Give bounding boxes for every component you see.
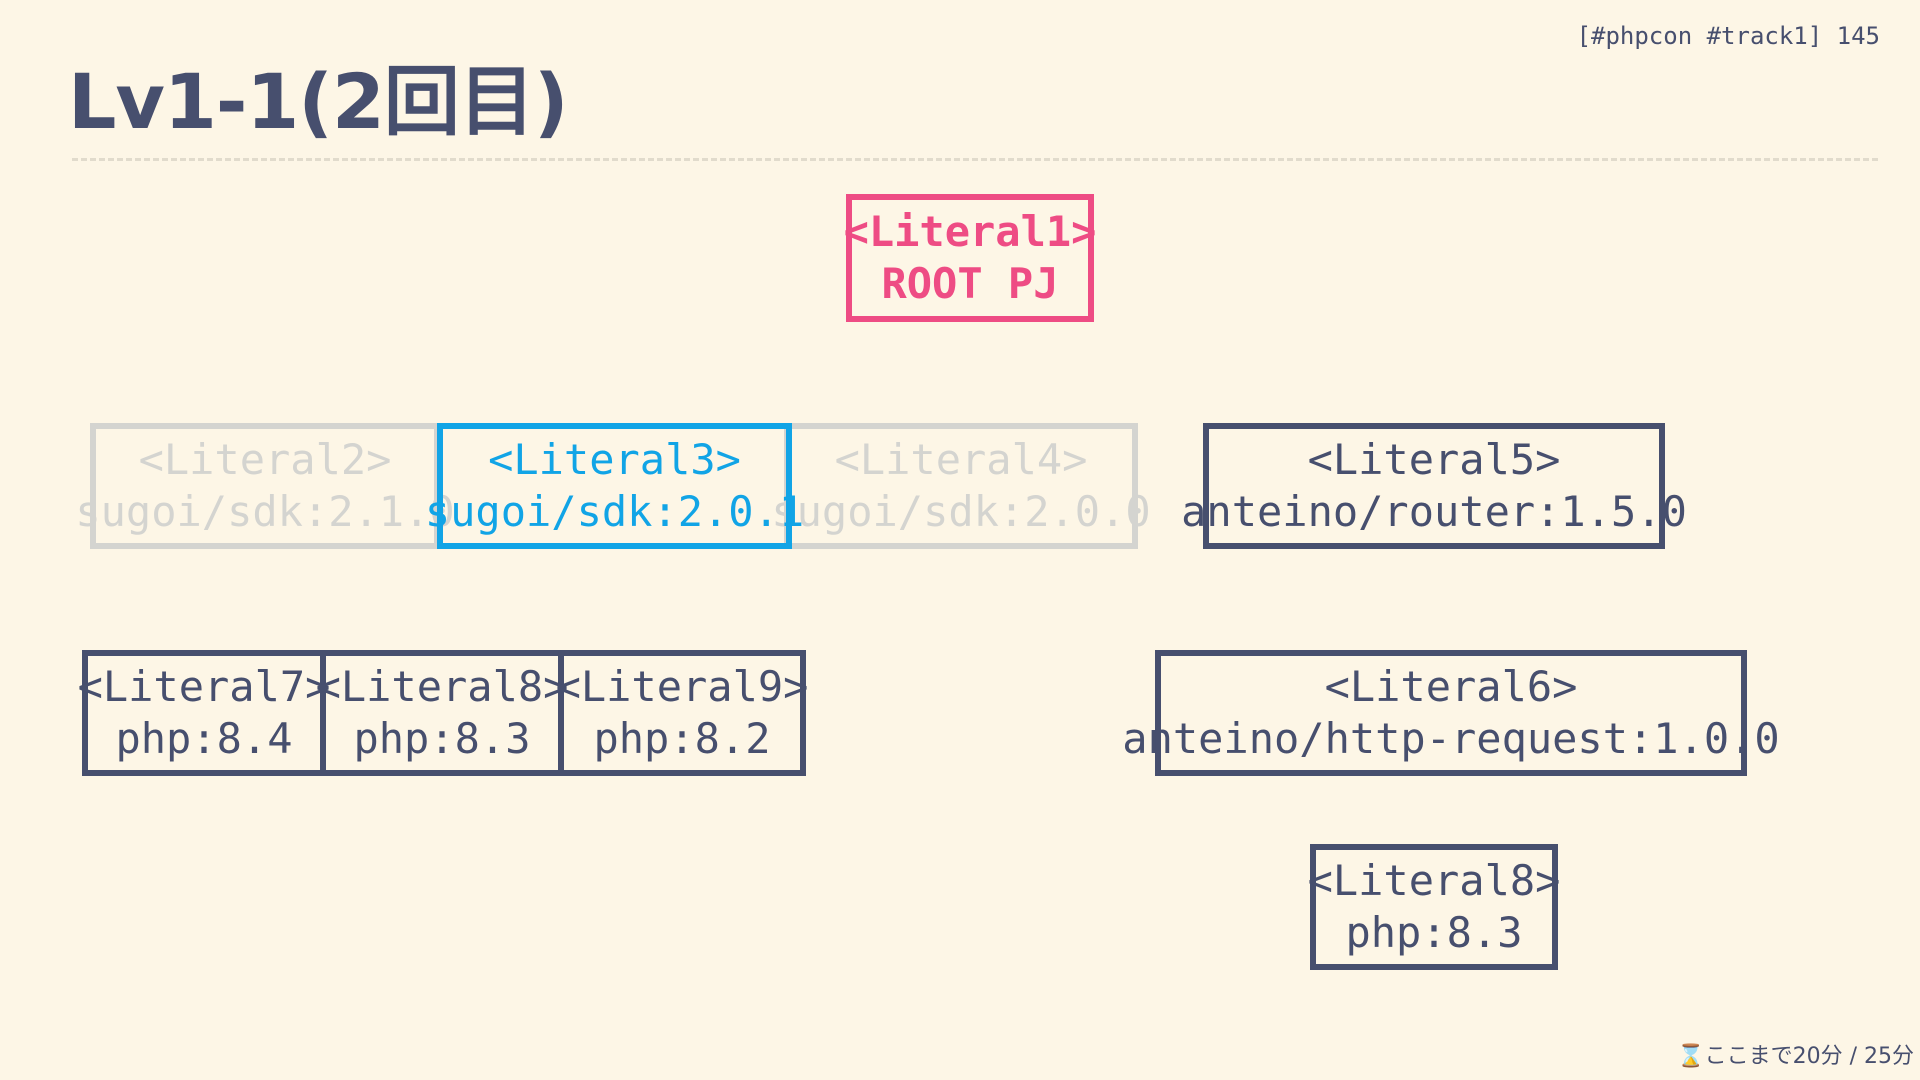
node-literal7: <Literal7> php:8.4 — [78, 650, 330, 776]
time-footer: ⌛ここまで20分 / 25分 — [1677, 1044, 1914, 1069]
slide-tag: [#phpcon #track1] 145 — [1576, 22, 1880, 50]
node-literal8: <Literal8> php:8.3 — [316, 650, 568, 776]
node-literal5-id: <Literal5> — [1307, 435, 1561, 484]
node-literal1: <Literal1> ROOT PJ — [843, 194, 1097, 322]
node-literal8-pkg: php:8.3 — [353, 714, 531, 763]
node-literal7-id: <Literal7> — [77, 662, 331, 711]
slide-title: Lv1-1(2回目) — [68, 57, 569, 146]
node-literal4-id: <Literal4> — [834, 435, 1088, 484]
node-literal8-http-id: <Literal8> — [1307, 856, 1561, 905]
node-literal4-pkg: sugoi/sdk:2.0.0 — [771, 487, 1151, 536]
node-literal6: <Literal6> anteino/http-request:1.0.0 — [1122, 650, 1780, 776]
node-literal2: <Literal2> sugoi/sdk:2.1.0 — [75, 423, 455, 549]
node-literal3-id: <Literal3> — [488, 435, 741, 484]
node-literal2-pkg: sugoi/sdk:2.1.0 — [75, 487, 455, 536]
node-literal1-pkg: ROOT PJ — [881, 259, 1059, 308]
node-literal7-pkg: php:8.4 — [115, 714, 293, 763]
node-literal4: <Literal4> sugoi/sdk:2.0.0 — [771, 423, 1151, 549]
node-literal6-id: <Literal6> — [1324, 662, 1578, 711]
title-divider — [72, 158, 1878, 161]
node-literal8-http-pkg: php:8.3 — [1345, 908, 1523, 957]
node-literal5: <Literal5> anteino/router:1.5.0 — [1181, 423, 1687, 549]
node-literal9: <Literal9> php:8.2 — [555, 650, 809, 776]
node-literal8-http: <Literal8> php:8.3 — [1307, 844, 1561, 970]
node-literal2-id: <Literal2> — [138, 435, 392, 484]
node-literal9-id: <Literal9> — [555, 662, 809, 711]
node-literal3-pkg: sugoi/sdk:2.0.1 — [424, 487, 805, 536]
node-literal3: <Literal3> sugoi/sdk:2.0.1 — [425, 423, 804, 549]
node-literal5-pkg: anteino/router:1.5.0 — [1181, 487, 1687, 536]
node-literal6-pkg: anteino/http-request:1.0.0 — [1122, 714, 1780, 763]
node-literal9-pkg: php:8.2 — [593, 714, 771, 763]
node-literal1-id: <Literal1> — [843, 207, 1097, 256]
node-literal8-id: <Literal8> — [315, 662, 569, 711]
